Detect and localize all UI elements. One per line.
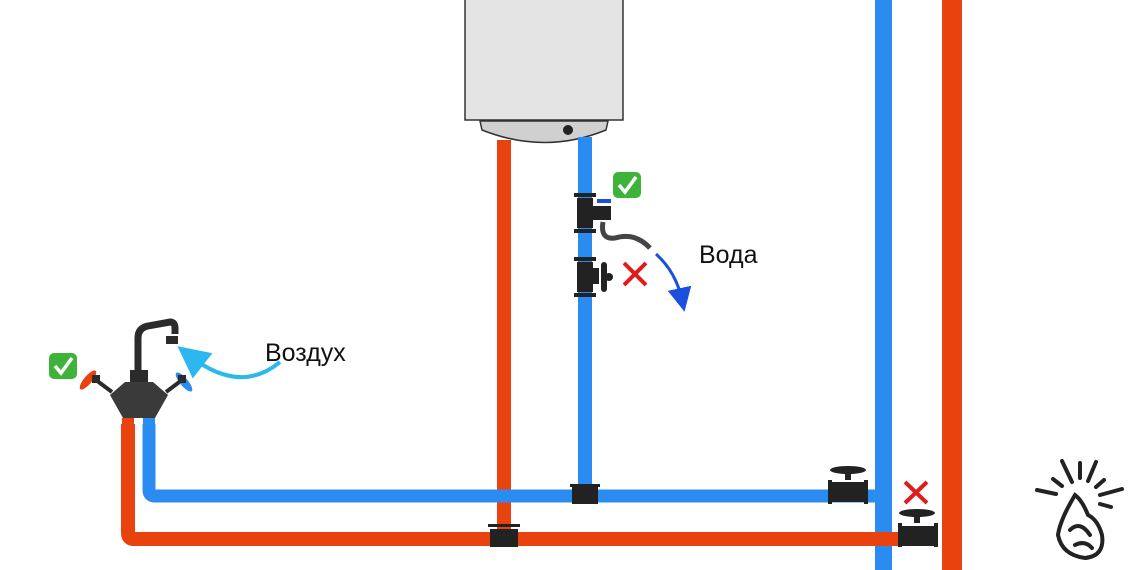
hot-heater-pipe	[497, 140, 511, 540]
air-label: Воздух	[265, 339, 346, 367]
water-label: Вода	[699, 241, 758, 269]
mixer-faucet	[79, 318, 193, 424]
drain-valve	[574, 193, 652, 250]
check-icon	[49, 353, 77, 379]
hot-supply-line	[121, 424, 905, 546]
water-heater	[464, 0, 624, 144]
tee-fitting-hot	[488, 524, 520, 547]
cross-icon	[903, 480, 929, 505]
shutoff-valve-hot-line	[898, 509, 938, 547]
cold-heater-pipe	[578, 137, 592, 497]
shutoff-valve-cold-line	[828, 466, 868, 504]
hot-riser-pipe	[942, 0, 962, 570]
shutoff-valve-cold-heater	[574, 257, 613, 297]
tee-fitting-cold	[570, 484, 600, 504]
snapping-fingers-icon	[1035, 459, 1124, 561]
cold-riser-pipe	[875, 0, 892, 570]
air-flow-arrow	[177, 346, 282, 380]
cold-supply-line	[142, 424, 876, 503]
cross-icon	[622, 261, 648, 287]
water-flow-arrow	[654, 252, 692, 312]
check-icon	[613, 172, 641, 198]
